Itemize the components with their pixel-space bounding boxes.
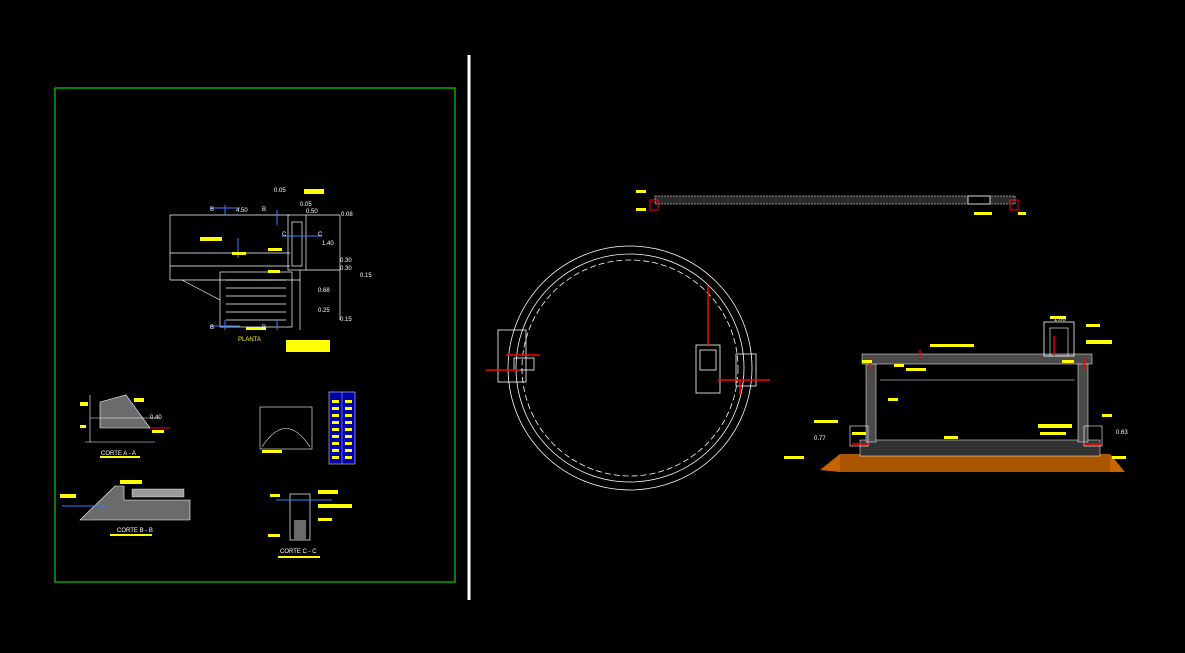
plan-cut-c-left: C xyxy=(282,232,287,238)
arch-detail xyxy=(259,406,313,453)
plan-dim-d8: 0.30 xyxy=(340,266,352,272)
plan-dim-d12: 0.15 xyxy=(340,317,352,323)
section-a-dim: 0.40 xyxy=(150,415,162,421)
circular-tank-plan xyxy=(497,245,757,491)
plan-dim-d10: 0.68 xyxy=(318,288,330,294)
plan-cut-b-top: B xyxy=(210,207,214,213)
section-c-title: CORTE C - C xyxy=(280,549,317,555)
plan-dim-d11: 0.25 xyxy=(318,308,330,314)
plan-dim-d7: 0.30 xyxy=(340,258,352,264)
tank-piping xyxy=(486,286,770,395)
section-b-drawing xyxy=(60,480,191,536)
plan-cut-b-bottom-right: B xyxy=(262,325,266,331)
plan-view xyxy=(169,214,341,330)
plan-cut-b-top-right: B xyxy=(262,207,266,213)
section-c-drawing xyxy=(268,490,352,558)
elevation-dim-left: 0.77 xyxy=(814,436,826,442)
plan-dim-d3: 4.50 xyxy=(236,208,248,214)
plan-cut-b-bottom: B xyxy=(210,325,214,331)
plan-dim-d1: 0.05 xyxy=(274,188,286,194)
plan-cut-c-right: C xyxy=(318,232,323,238)
elevation-dim-top: 1.00 xyxy=(1054,317,1066,323)
plan-dim-d9: 0.15 xyxy=(360,273,372,279)
plan-dim-d2: 0.05 xyxy=(300,202,312,208)
section-a-title: CORTE A - A xyxy=(101,451,136,457)
pipe-profile xyxy=(636,190,1026,215)
plan-section-markers xyxy=(210,205,322,330)
plan-dim-d4: 0.50 xyxy=(306,209,318,215)
section-b-title: CORTE B - B xyxy=(117,528,153,534)
plan-title: PLANTA xyxy=(238,337,261,343)
tank-elevation xyxy=(784,316,1126,472)
plan-dim-d6: 1.40 xyxy=(322,241,334,247)
elevation-dim-right: 0.63 xyxy=(1116,430,1128,436)
left-sheet-frame xyxy=(54,87,456,583)
plan-annotations xyxy=(200,189,330,352)
section-a-drawing xyxy=(80,394,170,458)
plan-dim-d5: 0.08 xyxy=(341,212,353,218)
data-table xyxy=(328,391,356,465)
